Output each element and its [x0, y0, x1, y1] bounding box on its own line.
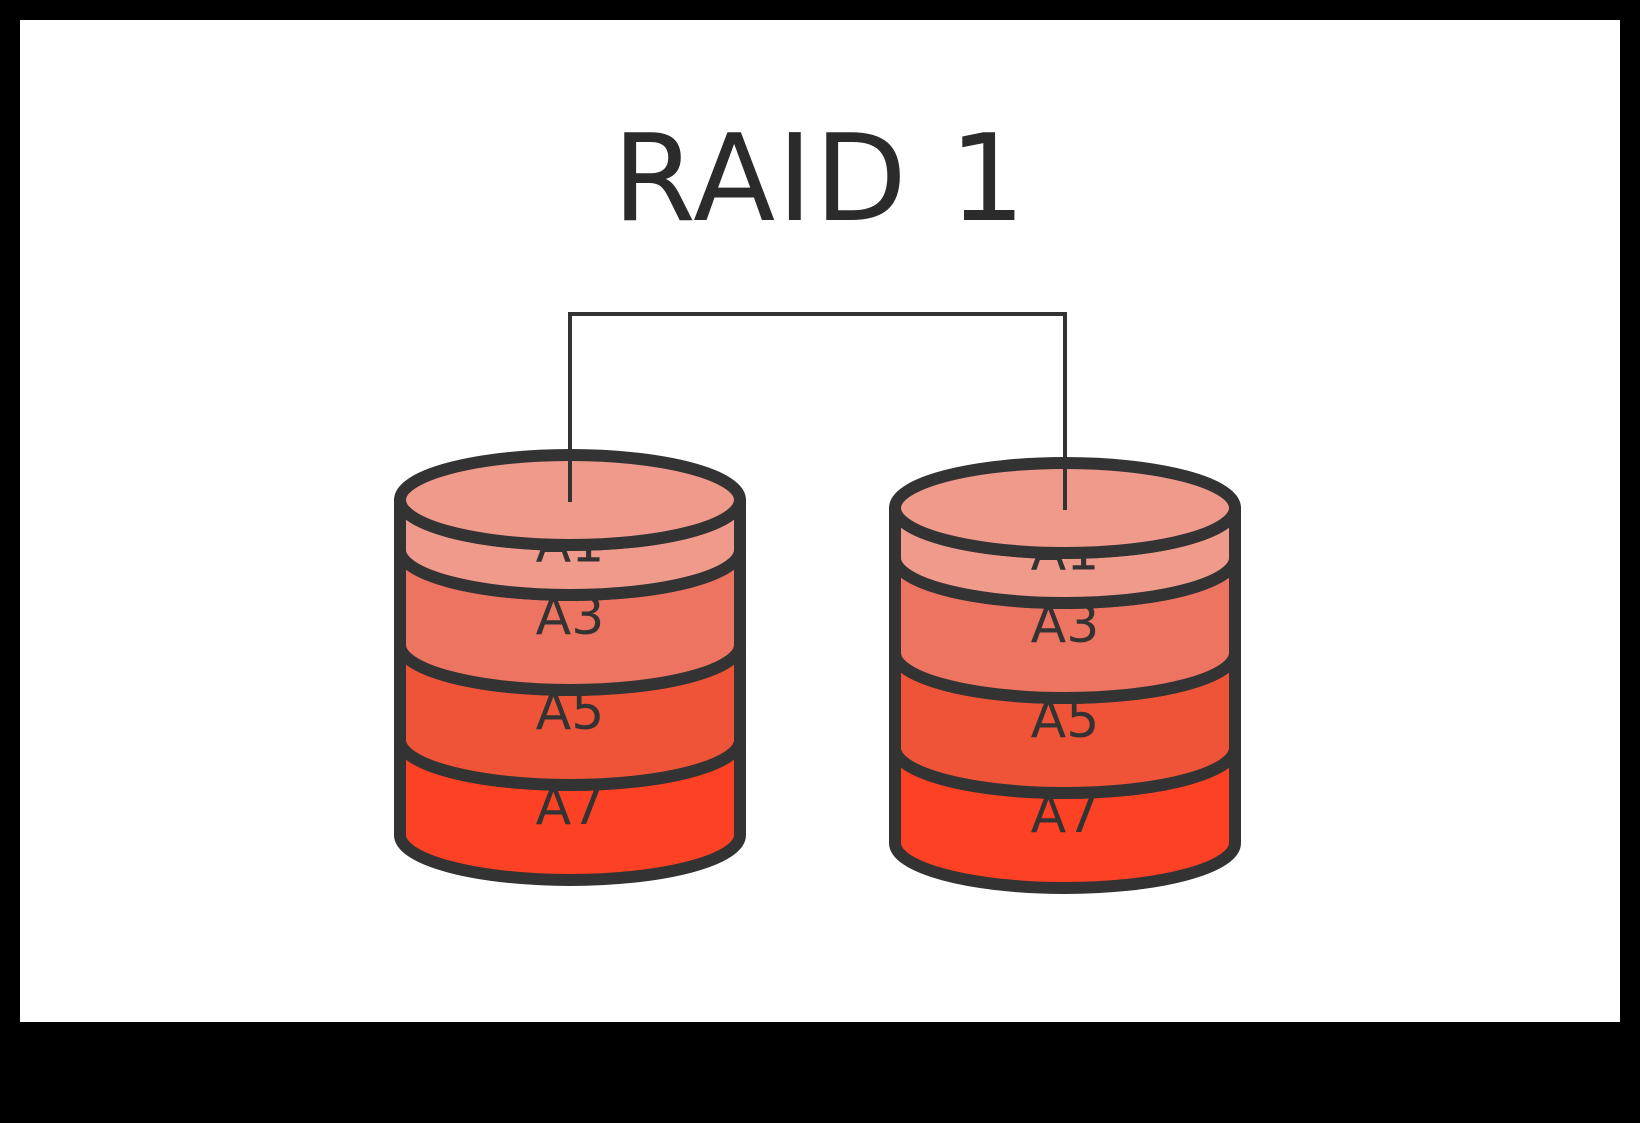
- disk-1: A7A5A3A1: [394, 449, 746, 886]
- disk-2: A7A5A3A1: [889, 457, 1241, 894]
- diagram-canvas: RAID 1: [20, 20, 1620, 1022]
- mirror-line: [568, 312, 1067, 510]
- mirror-connector: [568, 312, 1067, 510]
- diagram-title: RAID 1: [612, 110, 1028, 249]
- disk-array: A7A5A3A1 A7A5A3A1: [394, 449, 1241, 894]
